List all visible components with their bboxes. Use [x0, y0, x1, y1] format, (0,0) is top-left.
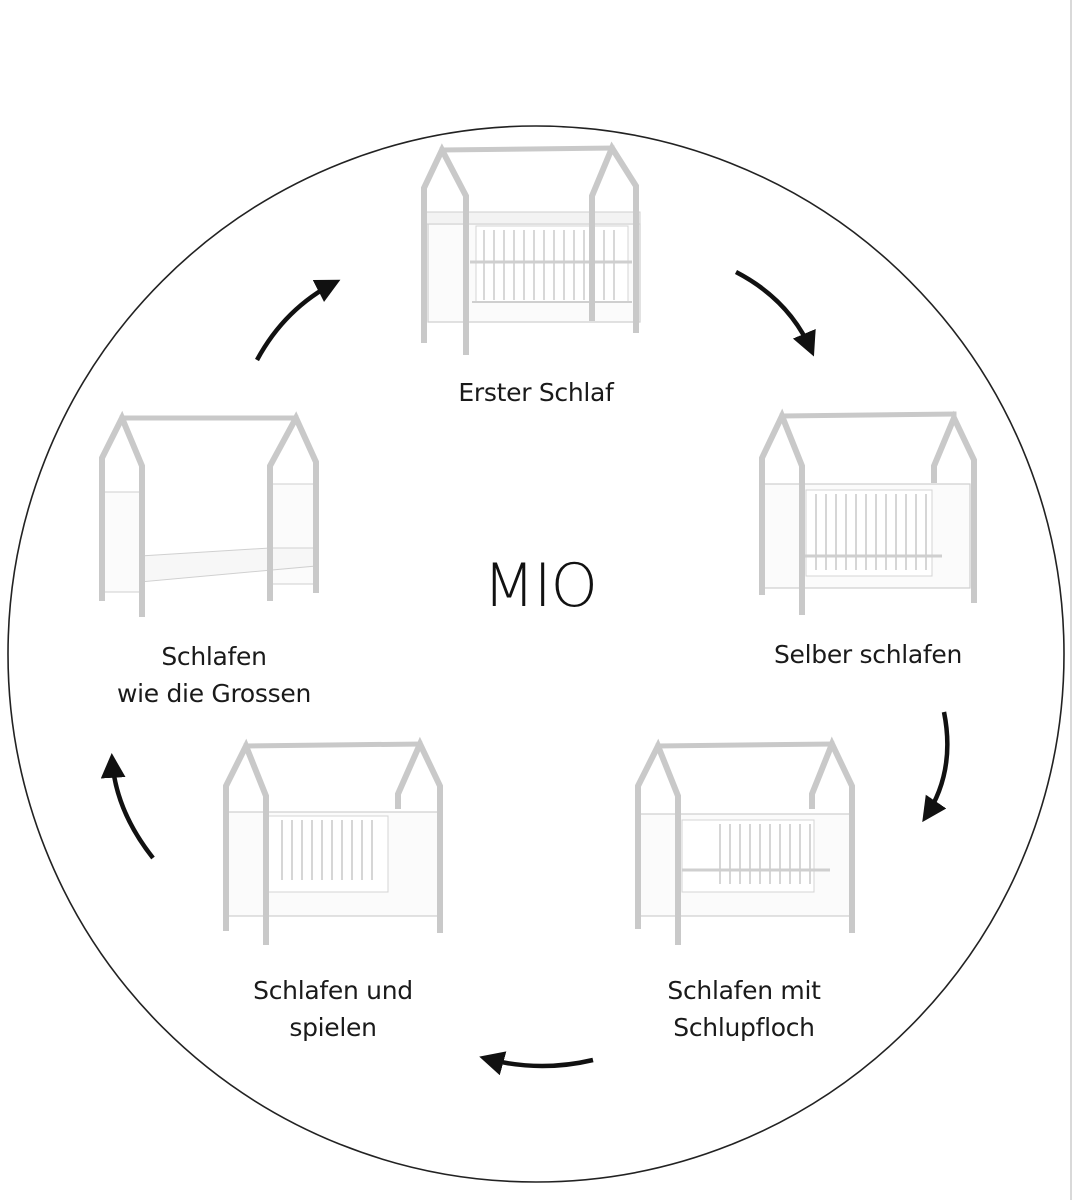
label-line: Schlafen — [161, 642, 267, 671]
label-line: Schlafen mit — [667, 976, 821, 1005]
label-line: wie die Grossen — [116, 679, 312, 708]
right-edge-divider — [1070, 0, 1072, 1200]
arrow-icon — [100, 753, 155, 860]
stage-label-schlafen-mit-schlupfloch: Schlafen mit Schlupfloch — [634, 972, 854, 1046]
label-line: Erster Schlaf — [458, 378, 614, 407]
label-line: spielen — [289, 1013, 377, 1042]
stage-label-schlafen-wie-die-grossen: Schlafen wie die Grossen — [94, 638, 334, 712]
label-line: Schlupfloch — [673, 1013, 815, 1042]
outer-circle — [7, 125, 1065, 1183]
crib-half-rail-icon — [223, 736, 443, 945]
crib-partial-side-icon — [635, 736, 855, 945]
product-title: MIO — [483, 551, 598, 621]
crib-one-side-icon — [759, 408, 977, 615]
label-line: Schlafen und — [253, 976, 413, 1005]
house-bed-icon — [99, 410, 319, 617]
crib-full-sides-icon — [421, 141, 641, 355]
stage-label-selber-schlafen: Selber schlafen — [748, 636, 988, 673]
arrow-icon — [922, 711, 950, 823]
arrow-icon — [255, 279, 341, 362]
label-line: Selber schlafen — [773, 640, 963, 669]
arrow-icon — [479, 1051, 594, 1076]
stage-label-schlafen-und-spielen: Schlafen und spielen — [222, 972, 444, 1046]
stage-label-erster-schlaf: Erster Schlaf — [426, 374, 646, 411]
arrow-icon — [734, 270, 816, 357]
